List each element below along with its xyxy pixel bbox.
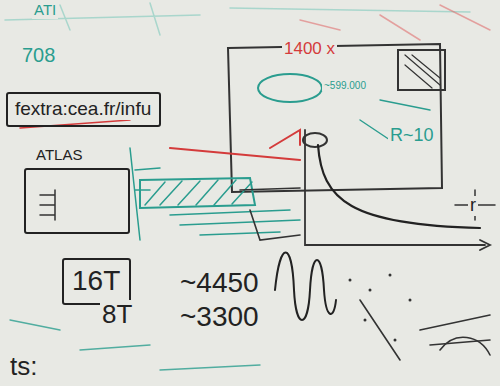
sketch-box: 16T: [62, 258, 131, 305]
sketch-box: ATLAS: [24, 168, 130, 234]
handwritten-note: ts:: [8, 352, 39, 381]
handwritten-note: 1400 x: [282, 40, 337, 59]
box-text: fextra:cea.fr/infu: [13, 99, 154, 120]
handwritten-note: R~10: [388, 126, 436, 146]
handwritten-note: ATI: [32, 2, 58, 19]
box-text: 16T: [70, 266, 123, 297]
sketch-box: fextra:cea.fr/infu: [6, 92, 161, 127]
box-heading: ATLAS: [34, 147, 84, 164]
handwritten-note: ~599.000: [322, 80, 368, 91]
handwritten-note: ~4450: [178, 268, 261, 299]
handwritten-note: r: [468, 196, 478, 216]
handwritten-note: 708: [20, 44, 57, 66]
handwritten-note: 8T: [100, 300, 134, 329]
handwritten-note: ~3300: [178, 302, 261, 333]
